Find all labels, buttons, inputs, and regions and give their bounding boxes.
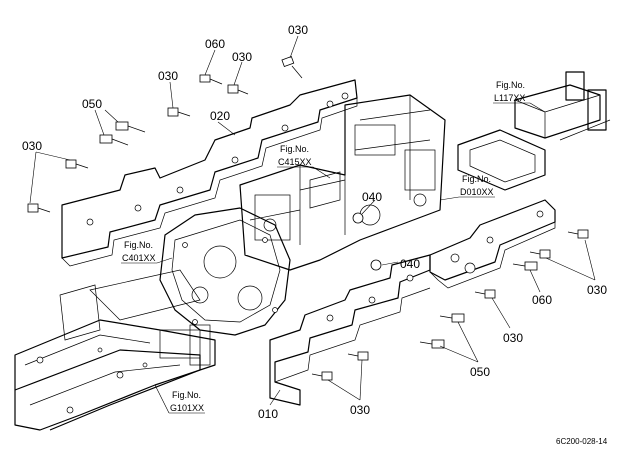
callout-050: 050 bbox=[470, 365, 490, 379]
callout-030: 030 bbox=[232, 50, 252, 64]
bolt-icon bbox=[529, 249, 551, 259]
figure-references: Fig.No. L117XX Fig.No. C415XX Fig.No. D0… bbox=[121, 80, 546, 414]
figref-c401: Fig.No. C401XX bbox=[121, 240, 173, 264]
callouts: 030 060 030 030 050 020 030 040 040 060 … bbox=[22, 23, 607, 421]
bolt-icon bbox=[27, 203, 51, 213]
callout-020: 020 bbox=[210, 109, 230, 123]
nut-icon bbox=[370, 259, 382, 271]
svg-text:G101XX: G101XX bbox=[170, 403, 204, 413]
side-bracket-lower bbox=[269, 254, 431, 406]
svg-text:Fig.No.: Fig.No. bbox=[496, 80, 525, 90]
svg-text:Fig.No.: Fig.No. bbox=[280, 144, 309, 154]
bolt-icon bbox=[99, 134, 129, 146]
bolt-icon bbox=[439, 313, 465, 323]
leader-lines bbox=[29, 35, 596, 406]
svg-text:Fig.No.: Fig.No. bbox=[462, 174, 491, 184]
figref-c415: Fig.No. C415XX bbox=[277, 144, 331, 179]
bolt-icon bbox=[512, 261, 538, 271]
callout-060: 060 bbox=[205, 37, 225, 51]
callout-040: 040 bbox=[362, 190, 382, 204]
bolt-icon bbox=[474, 289, 496, 299]
figref-d010: Fig.No. D010XX bbox=[439, 174, 495, 201]
bolt-icon bbox=[65, 159, 89, 169]
figref-l117: Fig.No. L117XX bbox=[493, 80, 546, 113]
svg-text:C415XX: C415XX bbox=[278, 157, 312, 167]
callout-030: 030 bbox=[503, 331, 523, 345]
drawing-number: 6C200-028-14 bbox=[556, 437, 608, 446]
bolt-icon bbox=[347, 351, 369, 361]
main-frame bbox=[14, 269, 216, 431]
svg-text:Fig.No.: Fig.No. bbox=[172, 390, 201, 400]
transmission-housing bbox=[239, 94, 446, 271]
callout-030: 030 bbox=[288, 23, 308, 37]
svg-text:D010XX: D010XX bbox=[460, 187, 494, 197]
bolts bbox=[27, 56, 589, 381]
svg-text:Fig.No.: Fig.No. bbox=[124, 240, 153, 250]
bolt-icon bbox=[311, 371, 333, 381]
nut-icon bbox=[352, 212, 364, 224]
bolt-icon bbox=[199, 74, 223, 85]
callout-060: 060 bbox=[532, 293, 552, 307]
bolt-icon bbox=[281, 56, 303, 79]
bolt-icon bbox=[167, 107, 191, 117]
bolt-icon bbox=[115, 121, 146, 133]
callout-030: 030 bbox=[158, 69, 178, 83]
bolt-icon bbox=[227, 84, 249, 95]
callout-040: 040 bbox=[400, 257, 420, 271]
gear-case bbox=[159, 207, 291, 336]
callout-030: 030 bbox=[350, 403, 370, 417]
bolt-icon bbox=[567, 229, 589, 239]
callout-050: 050 bbox=[82, 97, 102, 111]
callout-030: 030 bbox=[587, 283, 607, 297]
bolt-icon bbox=[419, 339, 445, 349]
side-plate-right bbox=[429, 199, 556, 289]
svg-text:C401XX: C401XX bbox=[122, 253, 156, 263]
side-bracket-upper bbox=[61, 79, 358, 267]
svg-text:L117XX: L117XX bbox=[494, 93, 525, 103]
upper-right-bracket bbox=[457, 129, 546, 191]
figref-g101: Fig.No. G101XX bbox=[154, 384, 205, 414]
shaft-assembly bbox=[514, 71, 611, 141]
callout-010: 010 bbox=[258, 407, 278, 421]
callout-030: 030 bbox=[22, 139, 42, 153]
